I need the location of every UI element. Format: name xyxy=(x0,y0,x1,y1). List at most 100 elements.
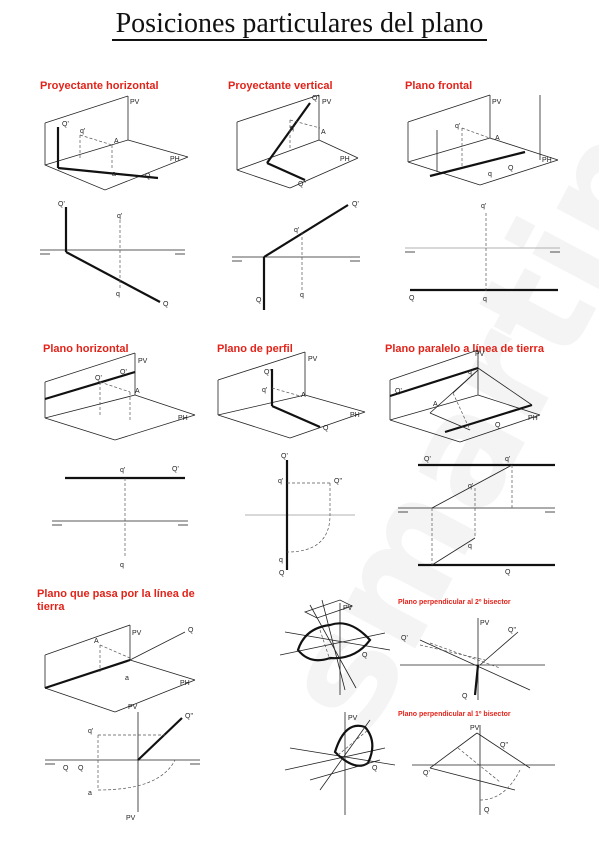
svg-text:q': q' xyxy=(468,369,473,376)
svg-text:q': q' xyxy=(278,478,283,485)
svg-text:PV: PV xyxy=(475,351,485,358)
svg-text:PV: PV xyxy=(132,630,142,637)
page-title: Posiciones particulares del plano xyxy=(0,8,599,41)
svg-text:Q': Q' xyxy=(395,388,402,395)
svg-text:Q: Q xyxy=(78,765,84,772)
svg-text:Q': Q' xyxy=(95,375,102,382)
label-plano-pasa: Plano que pasa por la línea de tierra xyxy=(37,588,195,613)
svg-text:Q": Q" xyxy=(185,713,193,720)
svg-text:Q: Q xyxy=(145,173,151,180)
svg-text:PH: PH xyxy=(180,680,190,687)
svg-text:Q': Q' xyxy=(401,635,408,642)
svg-text:q: q xyxy=(488,171,492,178)
fig-plano-horizontal-2d: q' Q' q xyxy=(52,466,188,569)
svg-text:PH: PH xyxy=(170,156,180,163)
label-plano-frontal: Plano frontal xyxy=(405,80,473,92)
svg-text:PH: PH xyxy=(542,157,552,164)
svg-text:Q": Q" xyxy=(334,478,342,485)
svg-text:PV: PV xyxy=(128,704,138,711)
svg-text:A: A xyxy=(433,401,438,408)
svg-text:q': q' xyxy=(481,203,486,210)
svg-text:a: a xyxy=(88,790,92,797)
svg-text:PV: PV xyxy=(470,725,480,732)
svg-text:Q: Q xyxy=(495,422,501,429)
fig-perp-1-2d: PV Q" Q' Q xyxy=(412,725,555,815)
svg-text:Q: Q xyxy=(323,425,329,432)
svg-text:Q': Q' xyxy=(62,121,69,128)
svg-text:Q: Q xyxy=(279,570,285,577)
fig-plano-paralelo-2d: Q' q' q' q Q xyxy=(398,456,555,576)
svg-text:q': q' xyxy=(468,483,473,490)
svg-text:PV: PV xyxy=(126,815,136,822)
fig-plano-pasa-3d: PV PH Q A a xyxy=(44,624,196,713)
svg-text:Q': Q' xyxy=(312,95,319,102)
label-proyectante-vertical: Proyectante vertical xyxy=(228,80,333,92)
fig-proyectante-vertical-3d: Q' q' A PV PH Q" xyxy=(236,94,359,189)
svg-text:PV: PV xyxy=(130,99,140,106)
svg-text:A: A xyxy=(114,138,119,145)
svg-text:PV: PV xyxy=(322,99,332,106)
svg-text:PH: PH xyxy=(340,156,350,163)
svg-text:Q': Q' xyxy=(172,466,179,473)
svg-text:q': q' xyxy=(505,456,510,463)
svg-text:q: q xyxy=(279,557,283,564)
svg-text:q: q xyxy=(300,292,304,299)
svg-text:q': q' xyxy=(80,128,85,135)
svg-text:q': q' xyxy=(120,467,125,474)
svg-text:Q: Q xyxy=(409,295,415,302)
svg-text:Q": Q" xyxy=(298,181,306,188)
svg-text:A: A xyxy=(301,392,306,399)
svg-text:Q: Q xyxy=(362,652,368,659)
svg-text:q': q' xyxy=(117,213,122,220)
label-proyectante-horizontal: Proyectante horizontal xyxy=(40,80,159,92)
label-plano-horizontal: Plano horizontal xyxy=(43,343,129,355)
fig-plano-paralelo-3d: Q' q' PV PH Q A xyxy=(389,349,541,443)
svg-text:Q': Q' xyxy=(423,770,430,777)
svg-text:q: q xyxy=(468,543,472,550)
fig-proyectante-vertical-2d: Q' q' q Q xyxy=(232,201,360,310)
fig-plano-horizontal-3d: Q' Q' A PV PH xyxy=(44,352,196,441)
svg-text:q: q xyxy=(120,562,124,569)
fig-plano-frontal-3d: q' A PV PH q Q xyxy=(407,94,559,186)
svg-text:A: A xyxy=(495,135,500,142)
fig-perp-2-perspective: PV Q xyxy=(279,599,391,695)
fig-plano-perfil-2d: Q' q' Q" q Q xyxy=(245,453,355,577)
fig-plano-perfil-3d: Q' q' A PV PH Q xyxy=(217,351,366,439)
svg-text:q': q' xyxy=(262,387,267,394)
svg-text:A: A xyxy=(321,129,326,136)
svg-text:Q": Q" xyxy=(508,627,516,634)
svg-text:q': q' xyxy=(294,227,299,234)
svg-text:Q: Q xyxy=(372,765,378,772)
svg-text:Q: Q xyxy=(484,807,490,814)
svg-text:Q': Q' xyxy=(264,369,271,376)
fig-proyectante-horizontal-2d: Q' q' q Q xyxy=(40,201,185,308)
svg-text:q': q' xyxy=(290,125,295,132)
svg-text:PH: PH xyxy=(528,415,538,422)
svg-text:PV: PV xyxy=(308,356,318,363)
svg-text:A: A xyxy=(94,638,99,645)
label-perp-2: Plano perpendicular al 2º bisector xyxy=(398,599,511,606)
label-plano-perfil: Plano de perfil xyxy=(217,343,293,355)
svg-text:q': q' xyxy=(455,123,460,130)
svg-text:PV: PV xyxy=(348,715,358,722)
svg-text:Q: Q xyxy=(508,165,514,172)
fig-plano-pasa-2d: PV Q" q' Q Q a PV xyxy=(45,704,200,822)
svg-text:q: q xyxy=(116,291,120,298)
svg-text:Q': Q' xyxy=(424,456,431,463)
fig-perp-1-perspective: PV Q xyxy=(284,712,396,815)
svg-text:PV: PV xyxy=(480,620,490,627)
svg-text:Q': Q' xyxy=(58,201,65,208)
svg-text:PH: PH xyxy=(350,412,360,419)
svg-text:Q': Q' xyxy=(352,201,359,208)
svg-text:q: q xyxy=(483,296,487,303)
svg-text:A: A xyxy=(135,388,140,395)
label-plano-paralelo: Plano paralelo a línea de tierra xyxy=(385,343,544,355)
svg-text:Q: Q xyxy=(163,301,169,308)
svg-text:Q: Q xyxy=(256,297,262,304)
svg-text:q': q' xyxy=(88,728,93,735)
svg-text:Q: Q xyxy=(462,693,468,700)
fig-plano-frontal-2d: q' Q q xyxy=(405,203,560,303)
svg-text:PH: PH xyxy=(178,415,188,422)
svg-text:a: a xyxy=(112,171,116,178)
